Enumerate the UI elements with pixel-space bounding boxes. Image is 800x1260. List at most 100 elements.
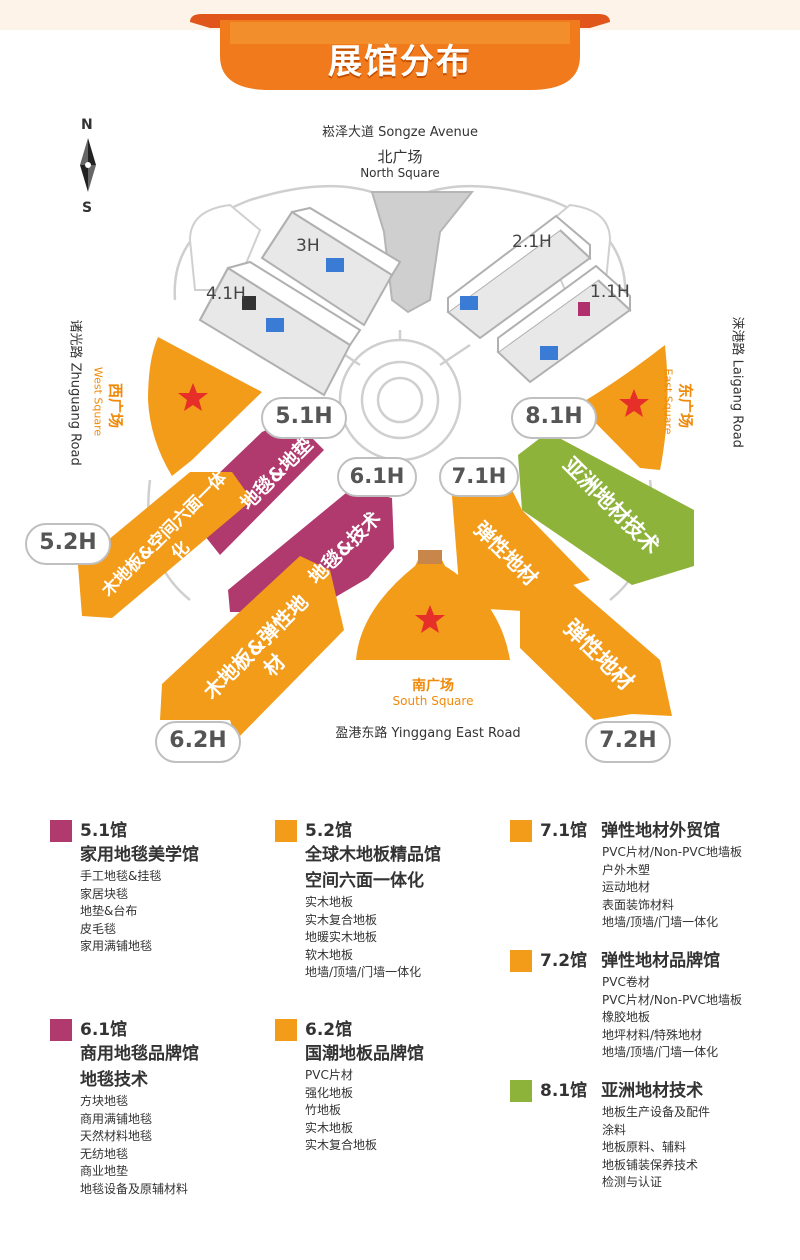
south-square-cn: 南广场 [412,678,454,694]
legend-item: 地坪材料/特殊地材 [602,1027,703,1042]
legend-swatch [50,1019,72,1041]
legend-item: PVC片材/Non-PVC地墙板 [602,845,742,859]
west-road-label: 诸光路 Zhuguang Road [67,319,83,466]
legend-item: 家居块毯 [80,886,129,901]
legend-item: 涂料 [602,1122,627,1137]
legend-item: 地墙/顶墙/门墙一体化 [602,1045,719,1059]
venue-map [25,138,694,763]
hall-1-1h [496,264,632,384]
hall-7-2h [520,570,672,720]
east-road-label: 涞港路 Laigang Road [729,316,745,448]
legend-header: 5.1馆 [50,818,300,844]
legend-item: PVC卷材 [602,975,650,989]
exhibitor-logo [242,296,256,310]
exhibitor-logo [578,302,590,316]
badge-5-2h [25,523,111,565]
legend-swatch [275,820,297,842]
hall-6-2h-badge-label: 6.2H [169,728,227,753]
legend-group: 5.2馆全球木地板精品馆空间六面一体化实木地板实木复合地板地暖实木地板软木地板地… [275,818,525,982]
legend-item: 天然材料地毯 [80,1129,153,1143]
hall-1-1h-label: 1.1H [590,282,630,302]
legend-item: 地板原料、辅料 [602,1140,687,1154]
legend-swatch [50,820,72,842]
legend-item: 实木地板 [305,1120,354,1135]
legend-item: 实木复合地板 [305,1138,378,1152]
west-square-cn: 西广场 [106,382,125,428]
legend-item: 地毯设备及原辅材料 [80,1181,189,1196]
hall-2-1h [446,214,592,340]
legend-item: 无纺地毯 [80,1146,129,1161]
exhibitor-logo [266,318,284,332]
exhibitor-logo [326,258,344,272]
legend-hall-number: 5.2馆 [305,821,353,841]
hall-5-2h-badge-label: 5.2H [39,530,97,555]
hall-8-1h [518,432,694,585]
legend-hall-number: 6.2馆 [305,1020,353,1040]
legend-header: 8.1馆亚洲地材技术 [510,1078,760,1104]
east-square [578,345,668,470]
hall-4-1h-label: 4.1H [206,284,246,304]
legend-item: 地暖实木地板 [305,930,378,944]
legend-item: 表面装饰材料 [602,897,675,912]
legend-swatch [510,820,532,842]
hall-3h-label: 3H [296,236,320,256]
legend-hall-title: 弹性地材品牌馆 [601,951,721,971]
page-title: 展馆分布 [328,42,472,82]
legend-hall-title: 亚洲地材技术 [601,1081,704,1101]
east-square-en: East Square [661,368,675,435]
legend-hall-number: 8.1馆 [540,1081,588,1101]
compass-icon [80,138,96,192]
hall-5-2h [78,472,252,618]
legend-item: 地墙/顶墙/门墙一体化 [305,965,422,979]
badge-7-1h [439,457,519,497]
badge-7-2h [585,721,671,763]
legend-header: 5.2馆 [275,818,525,844]
south-square-star [415,605,445,633]
legend-hall-title: 全球木地板精品馆 [305,845,441,865]
legend-group: 8.1馆亚洲地材技术地板生产设备及配件涂料地板原料、辅料地板铺装保养技术检测与认… [510,1078,760,1192]
hall-5-1h-badge-label: 5.1H [275,404,333,429]
title-banner [190,14,610,90]
legend-header: 6.2馆 [275,1017,525,1043]
legend-swatch [510,950,532,972]
compass-north-label: N [81,117,93,133]
west-square-en: West Square [91,366,105,437]
legend-hall-title: 家用地毯美学馆 [80,845,199,865]
legend-item: 实木地板 [305,895,354,909]
legend-group: 6.1馆商用地毯品牌馆地毯技术方块地毯商用满铺地毯天然材料地毯无纺地毯商业地垫地… [50,1017,300,1198]
badge-6-1h [337,457,417,497]
legend-item: 运动地材 [602,880,651,894]
hall-8-1h-badge-label: 8.1H [525,404,583,429]
legend-item: 地墙/顶墙/门墙一体化 [602,915,719,929]
legend-swatch [275,1019,297,1041]
legend-header: 6.1馆 [50,1017,300,1043]
north-square [370,191,475,314]
hall-7-1h-badge-label: 7.1H [451,464,507,488]
south-square [356,560,510,660]
south-square-en: South Square [392,694,474,708]
legend-header: 7.1馆弹性地材外贸馆 [510,818,760,844]
hall-6-2h [160,556,344,740]
legend-hall-title: 地毯技术 [80,1070,148,1090]
hall-2-1h-label: 2.1H [512,232,552,252]
badge-5-1h [261,397,347,439]
north-square-en: North Square [360,166,440,180]
legend-hall-title: 弹性地材外贸馆 [601,821,721,841]
legend-swatch [510,1080,532,1102]
exhibitor-logo [460,296,478,310]
hall-6-1h-badge-label: 6.1H [349,464,405,488]
legend-hall-number: 7.1馆 [540,821,588,841]
west-square-star [178,383,208,411]
north-road-label: 崧泽大道 Songze Avenue [321,125,479,140]
legend-item: 竹地板 [305,1103,342,1117]
legend-hall-number: 6.1馆 [80,1020,128,1040]
legend-item: 地板铺装保养技术 [602,1157,699,1172]
legend-item: 检测与认证 [602,1175,663,1189]
legend-item: 强化地板 [305,1085,354,1100]
badge-8-1h [511,397,597,439]
south-road-label: 盈港东路 Yinggang East Road [335,726,521,741]
badge-6-2h [155,721,241,763]
